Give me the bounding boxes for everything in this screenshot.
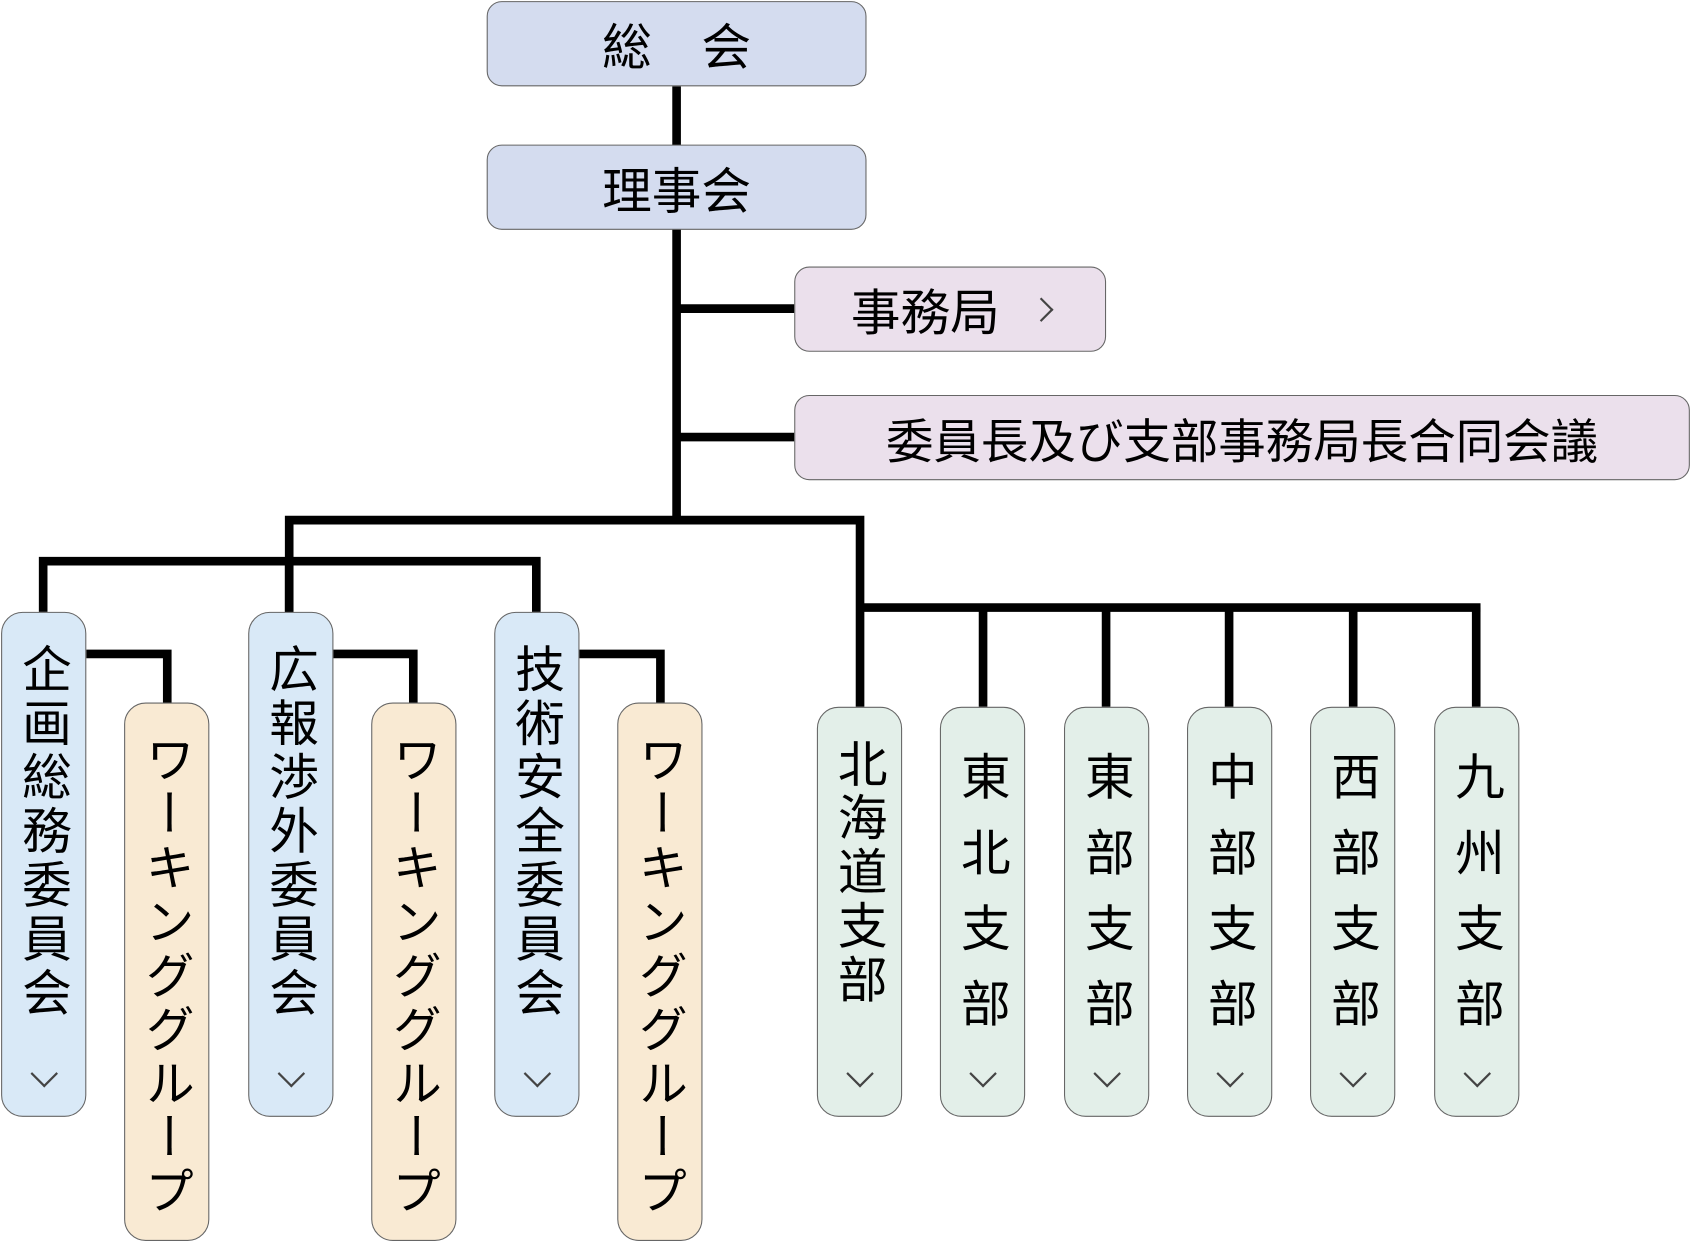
committee-label: 企画総務委員会 bbox=[14, 643, 73, 1021]
board-label: 理事会 bbox=[602, 161, 752, 220]
chevron-down-icon bbox=[1092, 1059, 1121, 1088]
committee-label: 技術安全委員会 bbox=[507, 643, 566, 1021]
branch-box[interactable]: 西部支部 bbox=[1310, 706, 1396, 1117]
working-group-box: ワーキンググループ bbox=[371, 702, 457, 1241]
chevron-down-icon bbox=[1338, 1059, 1367, 1088]
general-assembly-label: 総 会 bbox=[602, 17, 752, 77]
committee-box[interactable]: 企画総務委員会 bbox=[1, 611, 87, 1117]
chevron-down-icon bbox=[845, 1059, 874, 1088]
chevron-down-icon bbox=[968, 1059, 997, 1088]
branch-box[interactable]: 北海道支部 bbox=[816, 706, 903, 1117]
working-group-label: ワーキンググループ bbox=[137, 733, 196, 1220]
working-group-label: ワーキンググループ bbox=[630, 733, 690, 1220]
chevron-down-icon bbox=[29, 1059, 58, 1088]
working-group-box: ワーキンググループ bbox=[124, 702, 210, 1241]
branch-label: 東北支部 bbox=[953, 751, 1012, 1054]
joint-meeting-label: 委員長及び支部事務局長合同会議 bbox=[885, 414, 1599, 470]
branch-label: 九州支部 bbox=[1447, 751, 1506, 1054]
secretariat-label: 事務局 bbox=[850, 283, 1000, 342]
working-group-box: ワーキンググループ bbox=[617, 702, 703, 1241]
branch-label: 西部支部 bbox=[1323, 751, 1382, 1054]
secretariat-box[interactable]: 事務局 bbox=[794, 266, 1107, 352]
branch-label: 東部支部 bbox=[1077, 751, 1136, 1054]
committee-box[interactable]: 広報渉外委員会 bbox=[248, 611, 334, 1117]
branch-box[interactable]: 東北支部 bbox=[939, 706, 1026, 1117]
branch-label: 北海道支部 bbox=[830, 738, 889, 1008]
chevron-right-icon bbox=[1028, 296, 1054, 322]
chevron-down-icon bbox=[1215, 1059, 1244, 1088]
working-group-label: ワーキンググループ bbox=[384, 733, 443, 1220]
chevron-down-icon bbox=[1463, 1059, 1491, 1088]
committee-label: 広報渉外委員会 bbox=[261, 643, 320, 1021]
board-box: 理事会 bbox=[486, 144, 867, 230]
chevron-down-icon bbox=[523, 1059, 551, 1088]
committee-box[interactable]: 技術安全委員会 bbox=[494, 611, 580, 1117]
general-assembly-box: 総 会 bbox=[486, 1, 867, 87]
chevron-down-icon bbox=[277, 1059, 305, 1088]
branch-box[interactable]: 九州支部 bbox=[1434, 706, 1520, 1117]
branch-box[interactable]: 中部支部 bbox=[1187, 706, 1273, 1117]
branch-label: 中部支部 bbox=[1200, 751, 1259, 1054]
branch-box[interactable]: 東部支部 bbox=[1063, 706, 1150, 1117]
joint-meeting-box: 委員長及び支部事務局長合同会議 bbox=[794, 394, 1690, 481]
